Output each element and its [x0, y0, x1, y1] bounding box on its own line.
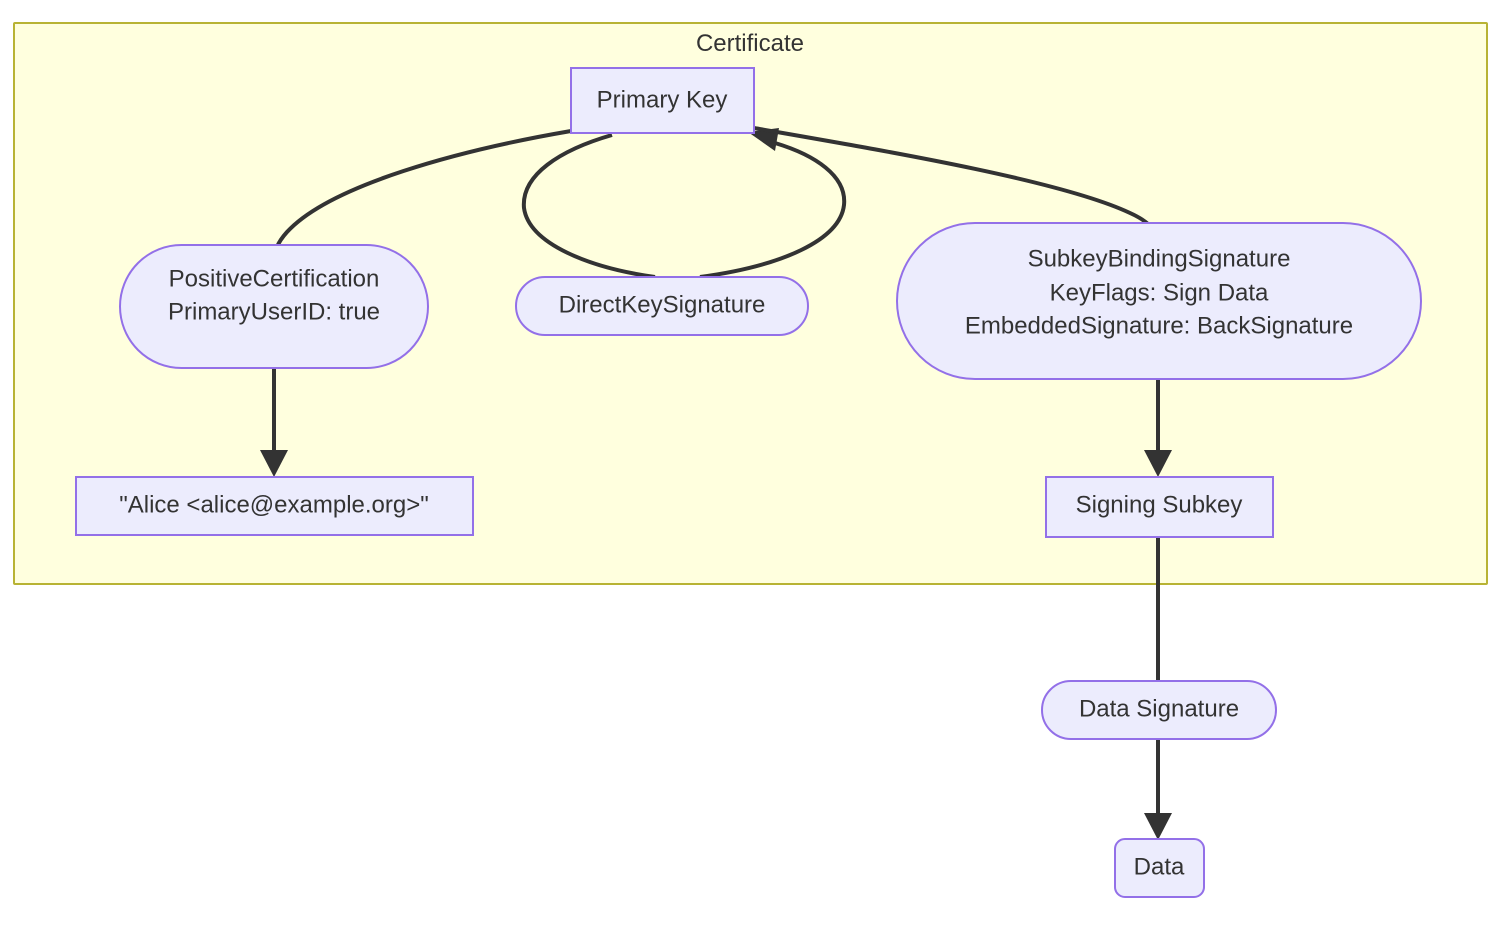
node-data-signature-label: Data Signature — [1079, 695, 1239, 722]
node-subkey-binding-signature-label-line2: KeyFlags: Sign Data — [1050, 279, 1269, 306]
node-positive-certification-label-line1: PositiveCertification — [169, 265, 380, 292]
node-primary-key[interactable]: Primary Key — [570, 67, 755, 134]
node-subkey-binding-signature-label-line1: SubkeyBindingSignature — [1028, 245, 1291, 272]
node-positive-certification-label-line2: PrimaryUserID: true — [168, 298, 380, 325]
node-positive-certification-shape[interactable] — [119, 244, 429, 369]
node-subkey-binding-signature-label-line3: EmbeddedSignature: BackSignature — [965, 312, 1353, 339]
node-direct-key-signature-label: DirectKeySignature — [559, 291, 766, 318]
arrowhead-direct-key-signature-to-primary-key — [748, 128, 779, 151]
arrowhead-data-signature-to-data — [1144, 813, 1172, 840]
node-user-id-label: "Alice <alice@example.org>" — [119, 491, 429, 518]
node-user-id-shape[interactable] — [75, 476, 474, 536]
node-data-signature[interactable]: Data Signature — [1041, 680, 1277, 740]
node-direct-key-signature-shape[interactable] — [515, 276, 809, 336]
node-signing-subkey-shape[interactable] — [1045, 476, 1274, 538]
node-positive-certification[interactable]: PositiveCertification PrimaryUserID: tru… — [119, 244, 429, 369]
node-data-label: Data — [1134, 853, 1185, 880]
node-signing-subkey[interactable]: Signing Subkey — [1045, 476, 1274, 538]
edge-direct-key-signature-to-primary-key — [699, 141, 847, 279]
arrowhead-positive-certification-to-user-id — [260, 450, 288, 477]
node-data-signature-shape[interactable] — [1041, 680, 1277, 740]
node-signing-subkey-label: Signing Subkey — [1076, 491, 1243, 518]
node-data-shape[interactable] — [1114, 838, 1205, 898]
node-direct-key-signature[interactable]: DirectKeySignature — [515, 276, 809, 336]
subgraph-certificate-label: Certificate — [696, 30, 804, 57]
node-user-id[interactable]: "Alice <alice@example.org>" — [75, 476, 474, 536]
node-primary-key-label: Primary Key — [597, 86, 728, 113]
node-subkey-binding-signature[interactable]: SubkeyBindingSignature KeyFlags: Sign Da… — [896, 222, 1422, 380]
node-primary-key-shape[interactable] — [570, 67, 755, 134]
edge-primary-key-to-direct-key-signature — [521, 133, 656, 279]
node-data[interactable]: Data — [1114, 838, 1205, 898]
arrowhead-subkey-binding-signature-to-signing-subkey — [1144, 450, 1172, 477]
node-subkey-binding-signature-shape[interactable] — [896, 222, 1422, 380]
